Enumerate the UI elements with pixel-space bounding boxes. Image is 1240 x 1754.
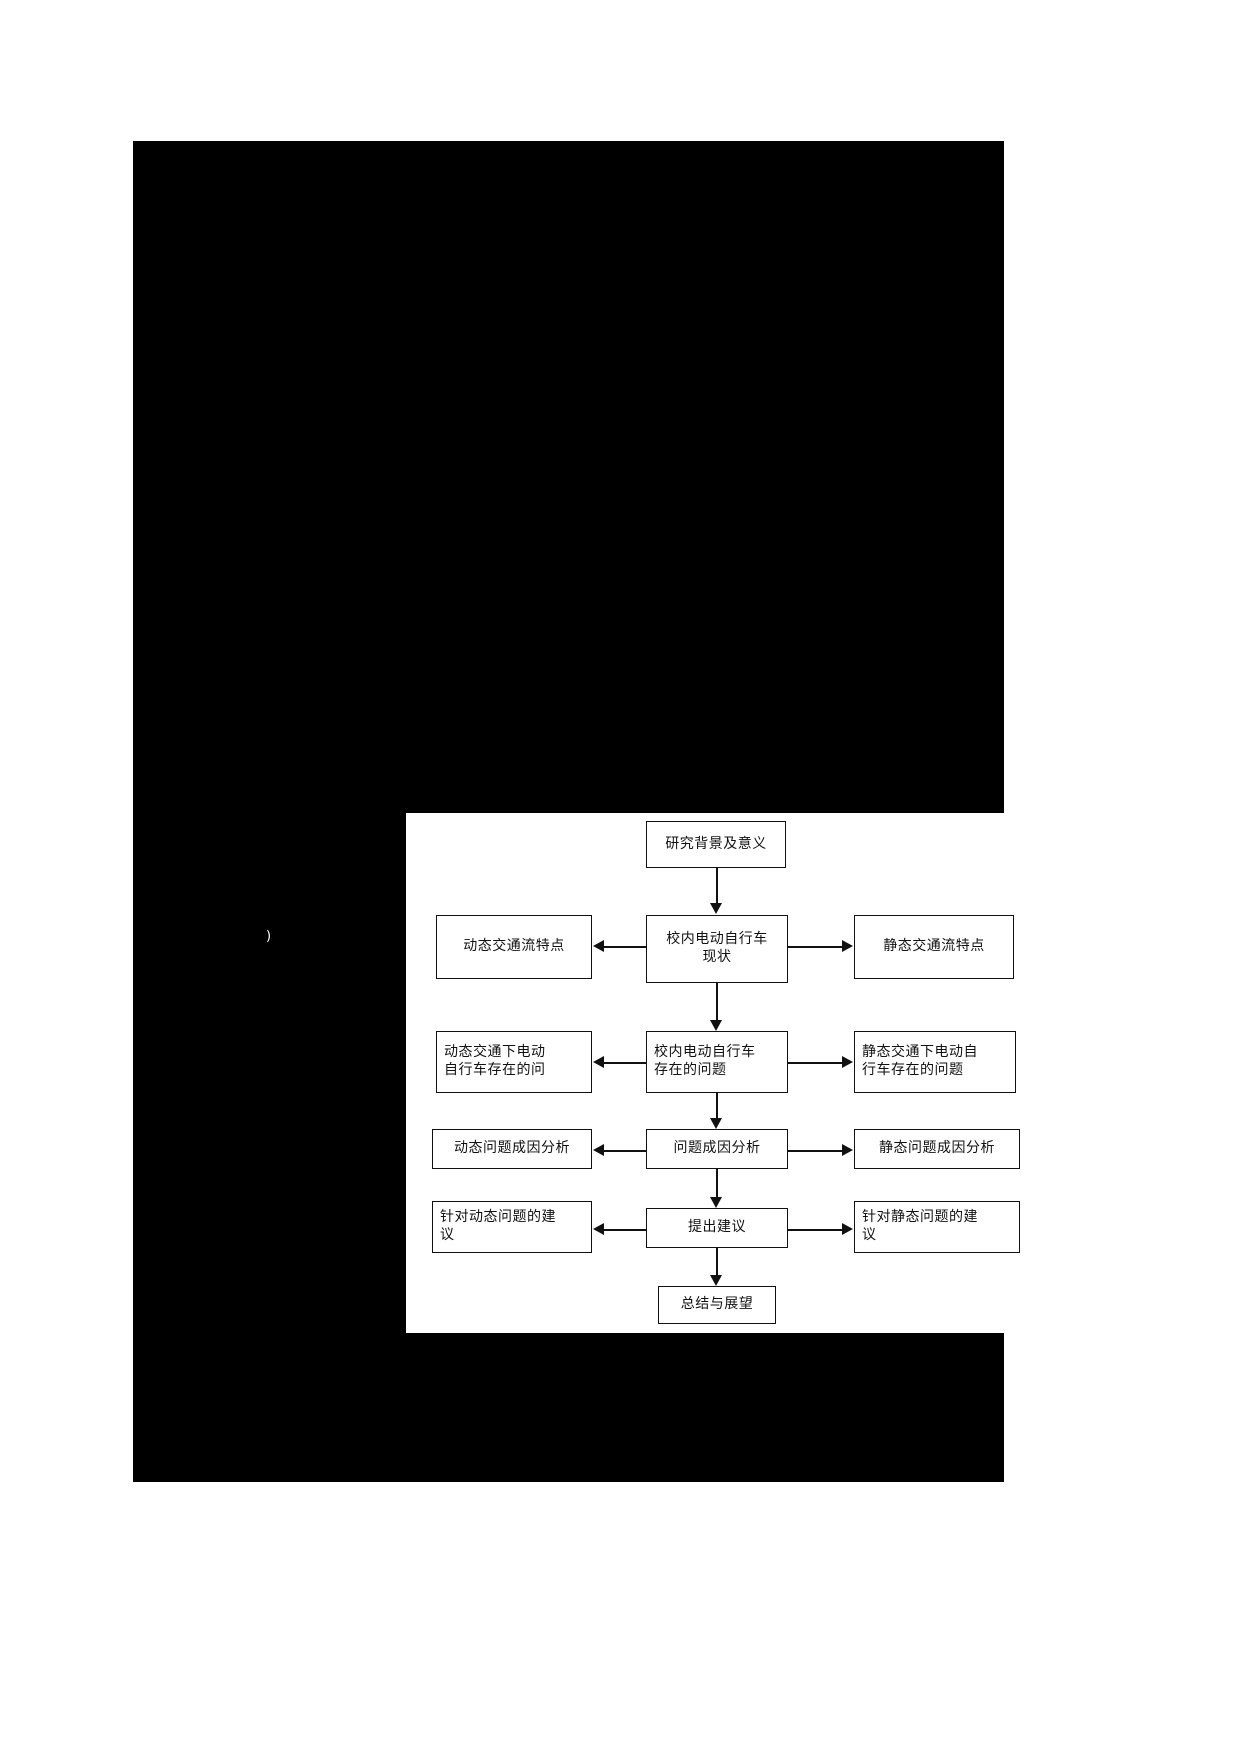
node-label-line1: 针对静态问题的建	[862, 1209, 978, 1226]
node-label: 针对静态问题的建 议	[862, 1209, 978, 1245]
edge-problems-to-static-problems	[788, 1062, 842, 1064]
node-label: 研究背景及意义	[665, 835, 767, 852]
edge-suggestions-to-conclusion	[716, 1248, 718, 1280]
edge-cause-to-static-cause	[788, 1150, 842, 1152]
node-label: 校内电动自行车 现状	[666, 931, 768, 967]
edge-problems-to-dynamic-problems	[604, 1062, 646, 1064]
arrowhead-right-to-static-features	[842, 940, 853, 952]
node-label-line2: 存在的问题	[654, 1062, 727, 1078]
node-label: 问题成因分析	[673, 1140, 761, 1157]
node-campus-ebike-status[interactable]: 校内电动自行车 现状	[646, 915, 788, 983]
node-label: 静态问题成因分析	[879, 1140, 995, 1157]
edge-suggestions-to-static-suggestions	[788, 1229, 842, 1231]
node-label-line2: 现状	[702, 949, 732, 965]
node-label: 动态问题成因分析	[454, 1140, 570, 1157]
node-label: 总结与展望	[680, 1296, 754, 1313]
edge-cause-to-suggestions	[716, 1169, 718, 1202]
node-label-line2: 自行车存在的问	[444, 1062, 546, 1078]
scan-artifact-mark: )	[266, 929, 272, 944]
node-conclusion-and-outlook[interactable]: 总结与展望	[658, 1286, 776, 1324]
edge-background-to-status	[716, 868, 718, 907]
node-dynamic-traffic-flow-features[interactable]: 动态交通流特点	[436, 915, 592, 979]
node-dynamic-traffic-ebike-problems[interactable]: 动态交通下电动 自行车存在的问	[436, 1031, 592, 1093]
node-static-traffic-flow-features[interactable]: 静态交通流特点	[854, 915, 1014, 979]
arrowhead-left-to-dynamic-suggestions	[593, 1223, 604, 1235]
arrowhead-down-to-status	[710, 903, 722, 914]
edge-status-to-dynamic-features	[604, 946, 646, 948]
edge-suggestions-to-dynamic-suggestions	[604, 1229, 646, 1231]
node-label-line1: 校内电动自行车	[666, 931, 768, 948]
arrowhead-down-to-conclusion	[710, 1275, 722, 1286]
node-label-line1: 静态交通下电动自	[862, 1044, 978, 1061]
node-label-line1: 校内电动自行车	[654, 1044, 756, 1061]
arrowhead-left-to-dynamic-features	[593, 940, 604, 952]
arrowhead-down-to-cause-analysis	[710, 1118, 722, 1129]
node-label-line1: 针对动态问题的建	[440, 1209, 556, 1226]
node-label: 静态交通流特点	[883, 938, 985, 955]
node-put-forward-suggestions[interactable]: 提出建议	[646, 1208, 788, 1248]
arrowhead-right-to-static-suggestions	[842, 1223, 853, 1235]
node-label-line2: 行车存在的问题	[862, 1062, 964, 1078]
arrowhead-right-to-static-problems	[842, 1056, 853, 1068]
node-suggestions-for-static-problems[interactable]: 针对静态问题的建 议	[854, 1201, 1020, 1253]
node-label: 针对动态问题的建 议	[440, 1209, 556, 1245]
scanned-page-background: ) 研究背景及意义 校内电动自行车 现状 动态交通流特点 静态交通流特点	[133, 141, 1023, 1482]
node-static-traffic-ebike-problems[interactable]: 静态交通下电动自 行车存在的问题	[854, 1031, 1016, 1093]
arrowhead-left-to-dynamic-cause	[593, 1144, 604, 1156]
arrowhead-right-to-static-cause	[842, 1144, 853, 1156]
arrowhead-left-to-dynamic-problems	[593, 1056, 604, 1068]
edge-status-to-problems	[716, 983, 718, 1025]
edge-cause-to-dynamic-cause	[604, 1150, 646, 1152]
node-problem-cause-analysis[interactable]: 问题成因分析	[646, 1129, 788, 1169]
arrowhead-down-to-suggestions	[710, 1197, 722, 1208]
node-label: 动态交通流特点	[463, 938, 565, 955]
edge-problems-to-cause-analysis	[716, 1093, 718, 1123]
arrowhead-down-to-problems	[710, 1020, 722, 1031]
node-dynamic-problem-cause-analysis[interactable]: 动态问题成因分析	[432, 1129, 592, 1169]
node-label-line2: 议	[862, 1227, 877, 1243]
node-label: 提出建议	[688, 1219, 746, 1236]
node-label: 动态交通下电动 自行车存在的问	[444, 1044, 546, 1080]
node-label: 静态交通下电动自 行车存在的问题	[862, 1044, 978, 1080]
node-research-background[interactable]: 研究背景及意义	[646, 821, 786, 868]
node-suggestions-for-dynamic-problems[interactable]: 针对动态问题的建 议	[432, 1201, 592, 1253]
node-campus-ebike-problems[interactable]: 校内电动自行车 存在的问题	[646, 1031, 788, 1093]
node-static-problem-cause-analysis[interactable]: 静态问题成因分析	[854, 1129, 1020, 1169]
node-label-line1: 动态交通下电动	[444, 1044, 546, 1061]
edge-status-to-static-features	[788, 946, 842, 948]
node-label: 校内电动自行车 存在的问题	[654, 1044, 756, 1080]
node-label-line2: 议	[440, 1227, 455, 1243]
flowchart-figure: 研究背景及意义 校内电动自行车 现状 动态交通流特点 静态交通流特点	[406, 813, 1023, 1333]
